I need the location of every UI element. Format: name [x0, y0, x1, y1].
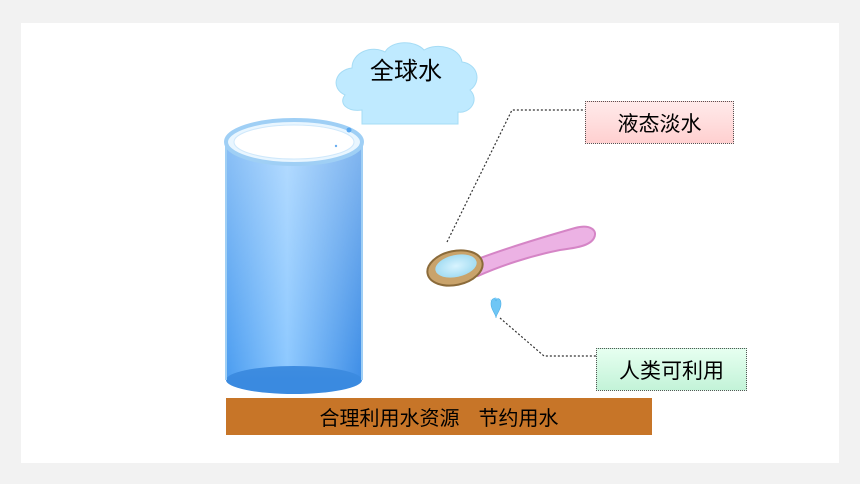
- label-liquid-freshwater: 液态淡水: [585, 101, 734, 144]
- water-drop-icon: [489, 297, 502, 319]
- label-usable-by-humans: 人类可利用: [596, 348, 747, 391]
- slogan-banner: 合理利用水资源 节约用水: [226, 398, 652, 435]
- leader-lines: [446, 109, 596, 357]
- water-cylinder: [224, 118, 364, 394]
- spoon-shape: [426, 225, 596, 287]
- leader-line-usable: [499, 317, 596, 357]
- cloud-shape: [335, 42, 478, 125]
- cloud-label: 全球水: [370, 57, 442, 85]
- leader-line-liquid: [446, 109, 585, 243]
